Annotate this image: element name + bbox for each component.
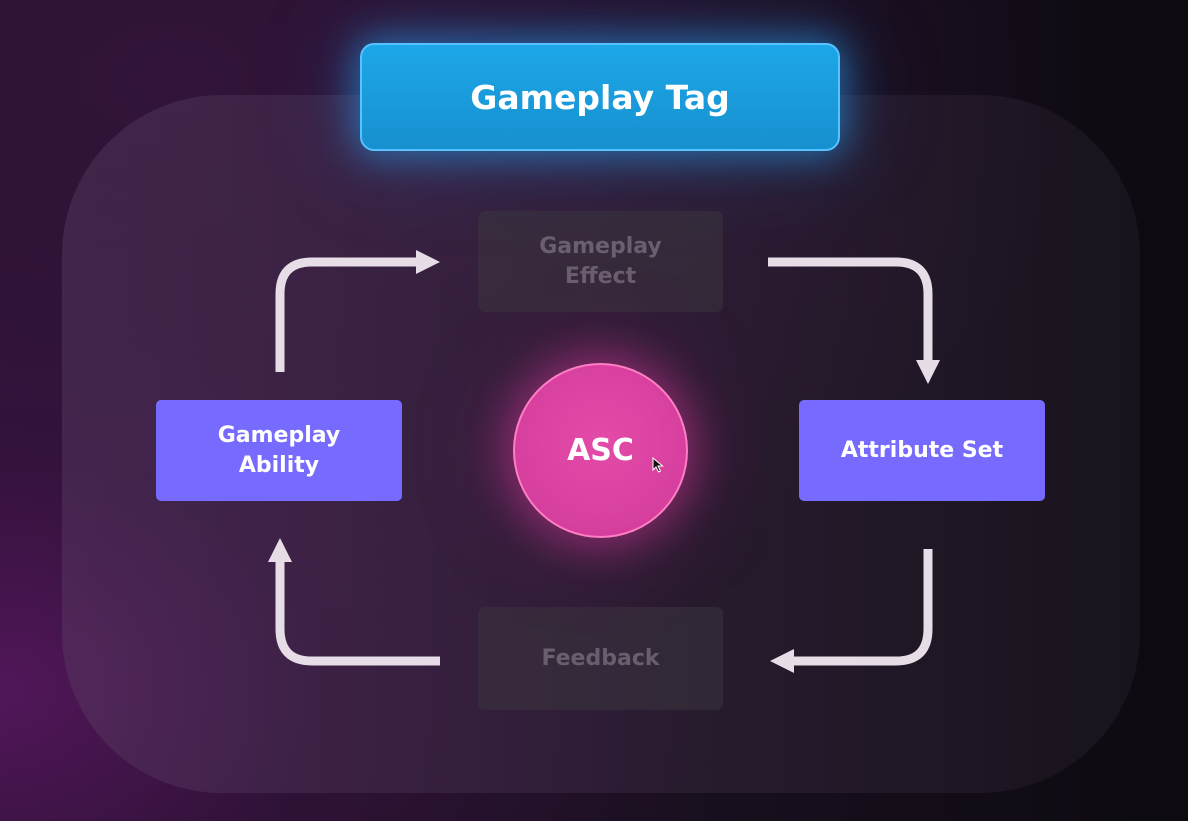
arrowhead-left-icon xyxy=(770,649,794,673)
asc-label: ASC xyxy=(567,433,634,468)
arrow-feedback-to-ability xyxy=(275,560,440,666)
arrow-attribute-to-feedback xyxy=(792,549,933,666)
feedback-label: Feedback xyxy=(541,645,660,671)
gameplay-ability-label: Gameplay Ability xyxy=(217,422,341,478)
arrowhead-right-icon xyxy=(416,250,440,274)
arrowhead-down-icon xyxy=(916,360,940,384)
feedback-node: Feedback xyxy=(478,607,723,710)
arrow-effect-to-attribute xyxy=(768,257,933,362)
attribute-set-label: Attribute Set xyxy=(840,437,1004,463)
gameplay-effect-node: Gameplay Effect xyxy=(478,211,723,312)
asc-circle: ASC xyxy=(513,363,688,538)
arrowhead-up-icon xyxy=(268,538,292,562)
gameplay-ability-node: Gameplay Ability xyxy=(156,400,402,501)
gameplay-effect-label: Gameplay Effect xyxy=(539,233,662,289)
gameplay-tag-box: Gameplay Tag xyxy=(360,43,840,151)
attribute-set-node: Attribute Set xyxy=(799,400,1045,501)
mouse-pointer-icon xyxy=(652,457,664,473)
arrow-ability-to-effect xyxy=(275,257,418,372)
gameplay-tag-label: Gameplay Tag xyxy=(470,77,730,117)
